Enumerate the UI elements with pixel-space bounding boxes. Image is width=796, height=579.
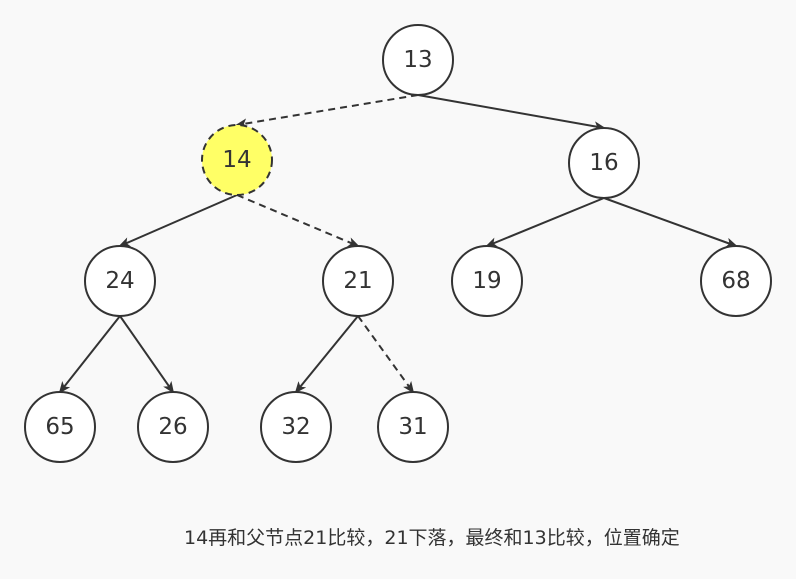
edge-13-16: [417, 94, 606, 132]
node-label: 19: [472, 268, 501, 294]
node-19: 19: [451, 245, 523, 317]
node-label: 21: [343, 268, 372, 294]
edge-13-14: [235, 94, 419, 129]
node-circle: [568, 127, 640, 199]
node-label: 68: [721, 268, 750, 294]
edge-14-21: [236, 194, 360, 247]
node-label: 65: [45, 414, 74, 440]
node-68: 68: [700, 245, 772, 317]
node-circle: [84, 245, 156, 317]
node-circle: [322, 245, 394, 317]
node-circle: [451, 245, 523, 317]
edge-21-32: [294, 315, 359, 394]
edge-24-65: [58, 315, 121, 394]
node-circle: [137, 391, 209, 463]
node-label: 31: [398, 414, 427, 440]
node-24: 24: [84, 245, 156, 317]
node-label: 13: [403, 47, 432, 73]
node-circle: [260, 391, 332, 463]
heap-tree-diagram: 13 14 16 24 21 19 68 65 26 32 31: [24, 24, 772, 463]
highlighted-node-circle: [201, 124, 273, 196]
nodes-layer: 13 14 16 24 21 19 68 65 26 32 31: [24, 24, 772, 463]
node-label: 32: [281, 414, 310, 440]
node-circle: [700, 245, 772, 317]
caption-text: 14再和父节点21比较，21下落，最终和13比较，位置确定: [184, 527, 680, 549]
node-label: 14: [222, 147, 251, 173]
node-32: 32: [260, 391, 332, 463]
edge-21-31: [357, 315, 415, 394]
node-14: 14: [201, 124, 273, 196]
node-31: 31: [377, 391, 449, 463]
node-65: 65: [24, 391, 96, 463]
edge-16-68: [603, 197, 738, 248]
node-label: 16: [589, 150, 618, 176]
node-13: 13: [382, 24, 454, 96]
node-circle: [382, 24, 454, 96]
node-16: 16: [568, 127, 640, 199]
node-label: 24: [105, 268, 134, 294]
node-circle: [24, 391, 96, 463]
node-26: 26: [137, 391, 209, 463]
node-label: 26: [158, 414, 187, 440]
node-circle: [377, 391, 449, 463]
edge-14-24: [118, 194, 238, 247]
edges-layer: [58, 94, 738, 394]
edge-16-19: [485, 197, 605, 247]
node-21: 21: [322, 245, 394, 317]
edge-24-26: [119, 315, 175, 394]
